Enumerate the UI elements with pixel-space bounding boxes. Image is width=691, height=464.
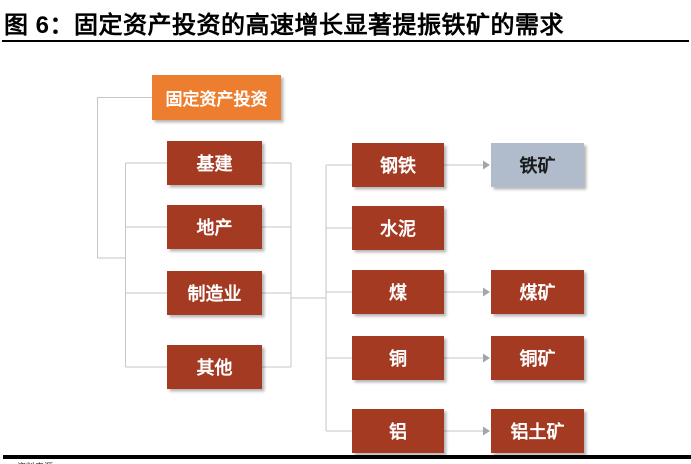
title-underline	[2, 40, 689, 42]
node-bauxite: 铝土矿	[491, 409, 584, 453]
node-iron-ore: 铁矿	[491, 143, 584, 187]
node-label: 铁矿	[519, 156, 556, 176]
root-to-level2-connector	[97, 97, 167, 368]
node-aluminum: 铝	[352, 409, 444, 453]
arrow-copper-to-copper-mine	[444, 353, 490, 363]
node-fixed-asset-investment: 固定资产投资	[152, 75, 281, 120]
node-real-estate: 地产	[167, 205, 262, 249]
node-label: 其他	[196, 358, 233, 378]
node-label: 铜矿	[519, 349, 556, 369]
bottom-divider	[3, 455, 691, 459]
node-label: 基建	[196, 154, 233, 174]
source-text: 资料来源：	[17, 460, 62, 464]
node-label: 铝	[389, 422, 407, 442]
node-label: 地产	[196, 218, 233, 238]
arrow-aluminum-to-bauxite	[444, 426, 490, 436]
node-steel: 钢铁	[352, 143, 444, 187]
node-label: 煤矿	[519, 283, 556, 303]
node-label: 水泥	[380, 219, 416, 239]
node-cement: 水泥	[352, 206, 444, 250]
figure-title: 图 6：固定资产投资的高速增长显著提振铁矿的需求	[4, 12, 565, 39]
node-label: 煤	[389, 283, 407, 303]
node-infrastructure: 基建	[167, 141, 262, 185]
arrow-steel-to-iron-ore	[444, 160, 490, 170]
node-label: 制造业	[187, 284, 242, 304]
node-label: 固定资产投资	[165, 90, 268, 109]
node-copper: 铜	[352, 336, 444, 380]
node-other: 其他	[167, 345, 262, 389]
node-manufacturing: 制造业	[167, 271, 262, 315]
node-label: 铜	[389, 349, 407, 369]
node-label: 钢铁	[380, 156, 416, 176]
node-coal: 煤	[352, 270, 444, 314]
level2-to-level3-connector	[262, 162, 352, 432]
arrow-coal-to-coal-mine	[444, 287, 490, 297]
node-copper-mine: 铜矿	[491, 336, 584, 380]
node-coal-mine: 煤矿	[491, 270, 584, 314]
node-label: 铝土矿	[510, 422, 565, 442]
